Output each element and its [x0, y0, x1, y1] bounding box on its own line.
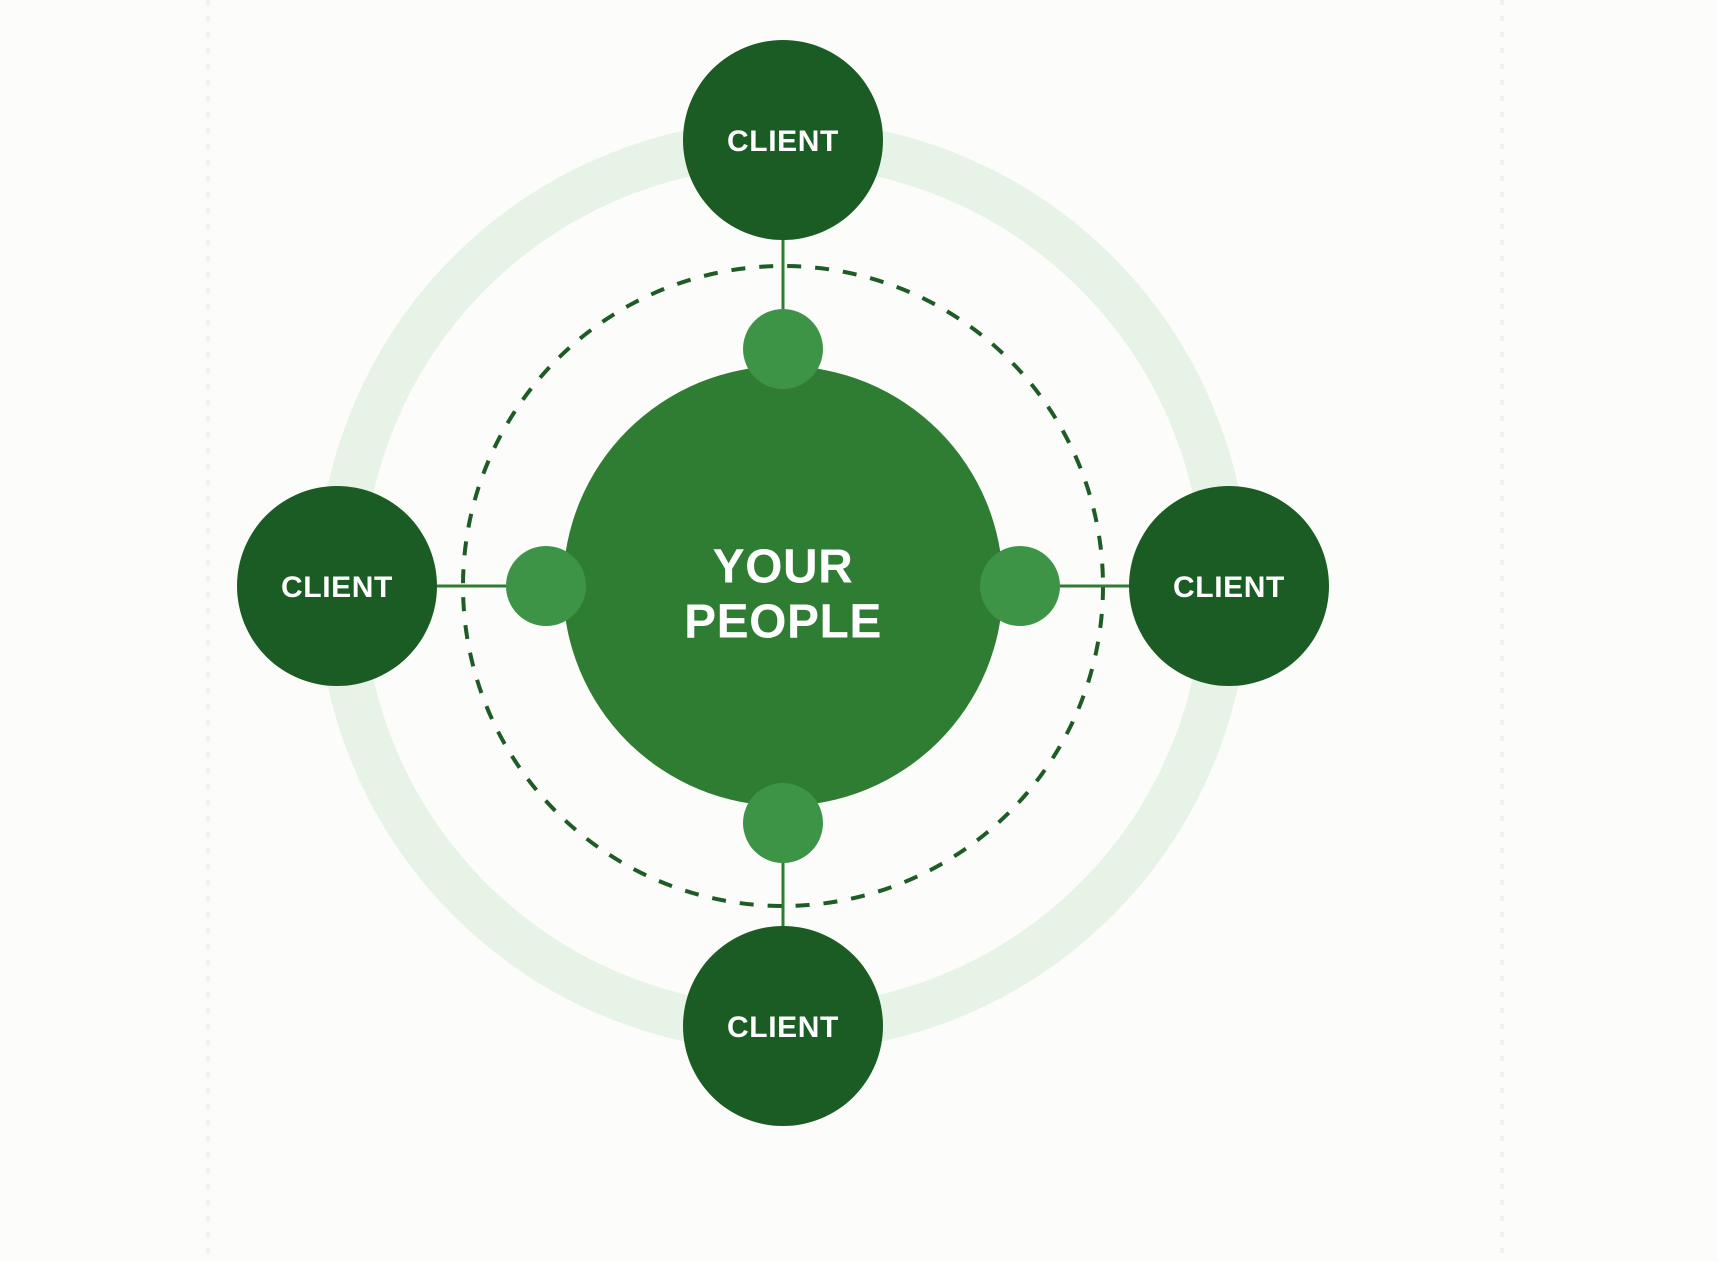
- client-label-bottom: CLIENT: [727, 1011, 839, 1044]
- client-node-right[interactable]: CLIENT: [1129, 486, 1329, 686]
- client-node-bottom[interactable]: CLIENT: [683, 926, 883, 1126]
- hub-label-line1: YOUR: [713, 541, 854, 594]
- client-circle-bottom[interactable]: [683, 926, 883, 1126]
- client-node-top[interactable]: CLIENT: [683, 40, 883, 240]
- connector-node-top[interactable]: [743, 309, 823, 389]
- client-node-left[interactable]: CLIENT: [237, 486, 437, 686]
- client-circle-top[interactable]: [683, 40, 883, 240]
- connector-node-left[interactable]: [506, 546, 586, 626]
- hub-node-your-people[interactable]: YOUR PEOPLE: [563, 366, 1003, 806]
- hub-label-line2: PEOPLE: [684, 596, 882, 649]
- client-circle-left[interactable]: [237, 486, 437, 686]
- client-label-left: CLIENT: [281, 571, 393, 604]
- hub-circle[interactable]: [563, 366, 1003, 806]
- connector-node-bottom[interactable]: [743, 783, 823, 863]
- client-label-top: CLIENT: [727, 125, 839, 158]
- client-label-right: CLIENT: [1173, 571, 1285, 604]
- client-circle-right[interactable]: [1129, 486, 1329, 686]
- connector-node-right[interactable]: [980, 546, 1060, 626]
